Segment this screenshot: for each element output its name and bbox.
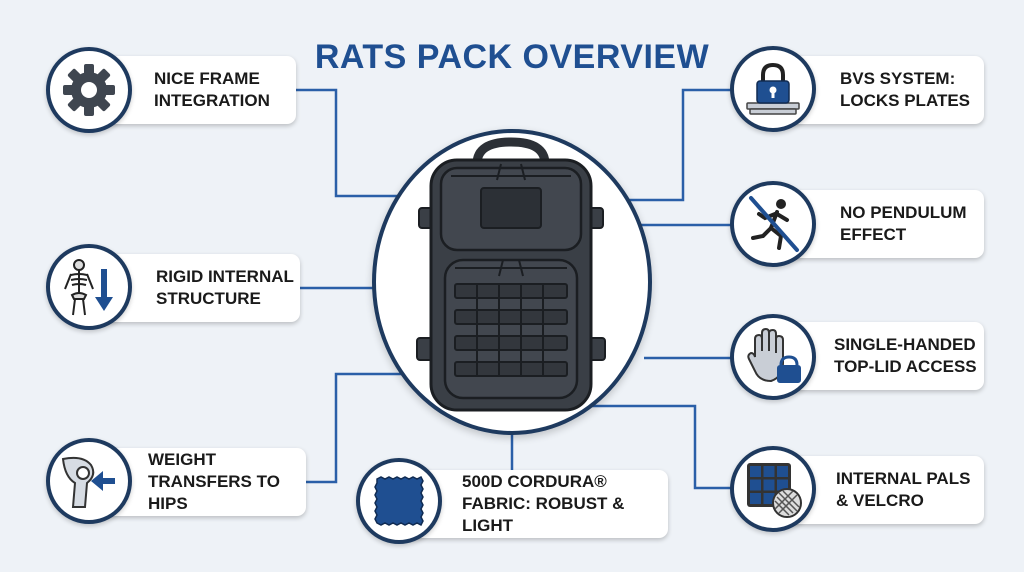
card-nice-frame-label: NICE FRAME INTEGRATION: [154, 69, 270, 110]
lock-plates-icon: [730, 46, 816, 132]
skeleton-icon: [46, 244, 132, 330]
card-nice-frame: NICE FRAME INTEGRATION: [96, 56, 296, 124]
connector-nice-frame: [296, 88, 434, 198]
card-internal-pals-label: INTERNAL PALS & VELCRO: [836, 469, 971, 510]
connector-internal-pals: [580, 404, 746, 490]
card-single-handed-label: SINGLE-HANDED TOP-LID ACCESS: [834, 335, 977, 376]
pals-grid-icon: [730, 446, 816, 532]
card-internal-pals: INTERNAL PALS & VELCRO: [778, 456, 984, 524]
card-cordura: 500D CORDURA® FABRIC: ROBUST & LIGHT: [406, 470, 668, 538]
card-no-pendulum-label: NO PENDULUM EFFECT: [840, 203, 967, 244]
card-cordura-label: 500D CORDURA® FABRIC: ROBUST & LIGHT: [462, 472, 625, 535]
gear-icon: [46, 47, 132, 133]
hand-bag-icon: [730, 314, 816, 400]
connector-weight-transfer: [306, 372, 420, 484]
card-bvs-system: BVS SYSTEM: LOCKS PLATES: [778, 56, 984, 124]
connector-bvs-system: [600, 88, 746, 202]
card-bvs-system-label: BVS SYSTEM: LOCKS PLATES: [840, 69, 971, 110]
card-rigid-structure-label: RIGID INTERNAL STRUCTURE: [156, 267, 294, 308]
backpack-icon: [416, 137, 606, 412]
card-weight-transfer-label: WEIGHT TRANSFERS TO HIPS: [148, 450, 280, 513]
no-running-icon: [730, 181, 816, 267]
diagram-title: RATS PACK OVERVIEW: [314, 38, 710, 76]
hip-joint-icon: [46, 438, 132, 524]
fabric-swatch-icon: [356, 458, 442, 544]
